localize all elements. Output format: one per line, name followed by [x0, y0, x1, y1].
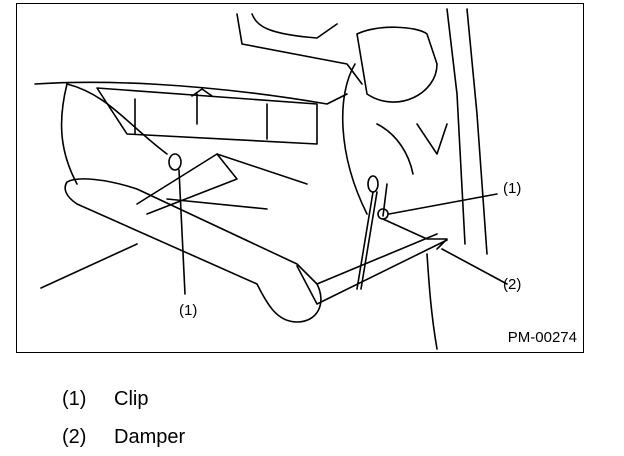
legend-item-clip: (1) Clip	[62, 380, 185, 418]
callout-clip-left: (1)	[179, 302, 198, 319]
legend: (1) Clip (2) Damper	[62, 380, 185, 456]
legend-number: (1)	[62, 387, 87, 410]
diagram-frame: (1) (2) (1) PM-00274	[16, 3, 584, 353]
figure-code: PM-00274	[507, 329, 577, 346]
legend-number: (2)	[62, 425, 87, 448]
glovebox-drawing	[34, 8, 508, 350]
legend-item-damper: (2) Damper	[62, 418, 185, 456]
callout-clip-right: (1)	[503, 180, 522, 197]
callout-damper: (2)	[503, 276, 522, 293]
legend-text: Damper	[114, 425, 186, 448]
legend-text: Clip	[114, 387, 149, 410]
